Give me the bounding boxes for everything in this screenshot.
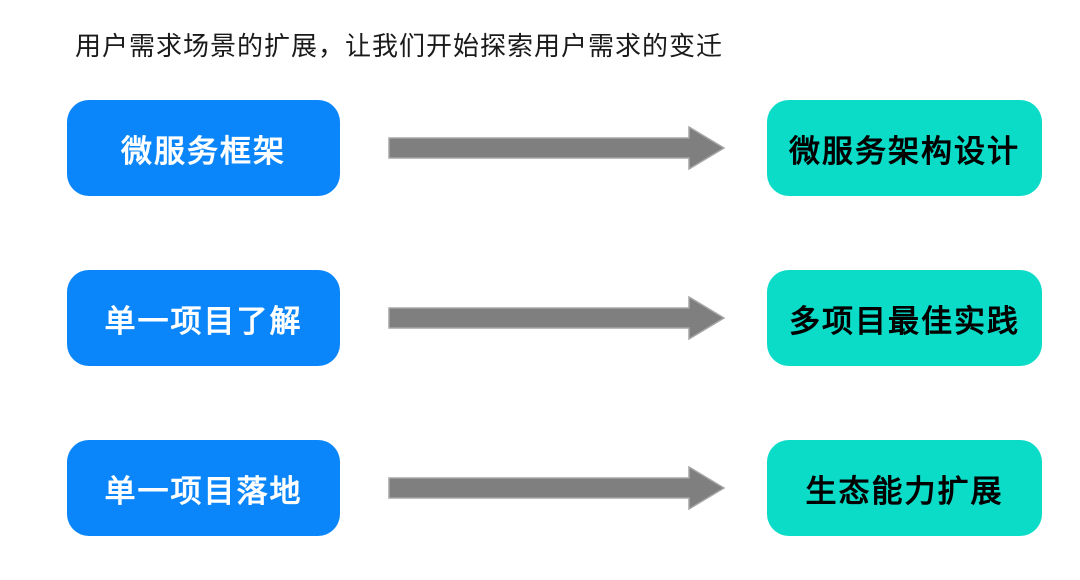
source-box-microservice-framework: 微服务框架 (67, 100, 340, 196)
source-box-label: 单一项目落地 (104, 473, 303, 509)
slide-title: 用户需求场景的扩展，让我们开始探索用户需求的变迁 (75, 31, 724, 61)
target-box-ecosystem-capability-expansion: 生态能力扩展 (767, 440, 1042, 536)
diagram-row-1: 微服务框架 微服务架构设计 (0, 100, 1080, 196)
source-box-single-project-understanding: 单一项目了解 (67, 270, 340, 366)
target-box-microservice-architecture-design: 微服务架构设计 (767, 100, 1042, 196)
target-box-multi-project-best-practice: 多项目最佳实践 (767, 270, 1042, 366)
source-box-label: 微服务框架 (121, 133, 286, 169)
right-arrow-icon (388, 126, 725, 170)
right-arrow-icon (388, 466, 725, 510)
target-box-label: 多项目最佳实践 (789, 303, 1020, 339)
target-box-label: 微服务架构设计 (789, 133, 1020, 169)
right-arrow-icon (388, 296, 725, 340)
source-box-label: 单一项目了解 (104, 303, 303, 339)
diagram-row-2: 单一项目了解 多项目最佳实践 (0, 270, 1080, 366)
target-box-label: 生态能力扩展 (805, 473, 1004, 509)
diagram-row-3: 单一项目落地 生态能力扩展 (0, 440, 1080, 536)
source-box-single-project-landing: 单一项目落地 (67, 440, 340, 536)
